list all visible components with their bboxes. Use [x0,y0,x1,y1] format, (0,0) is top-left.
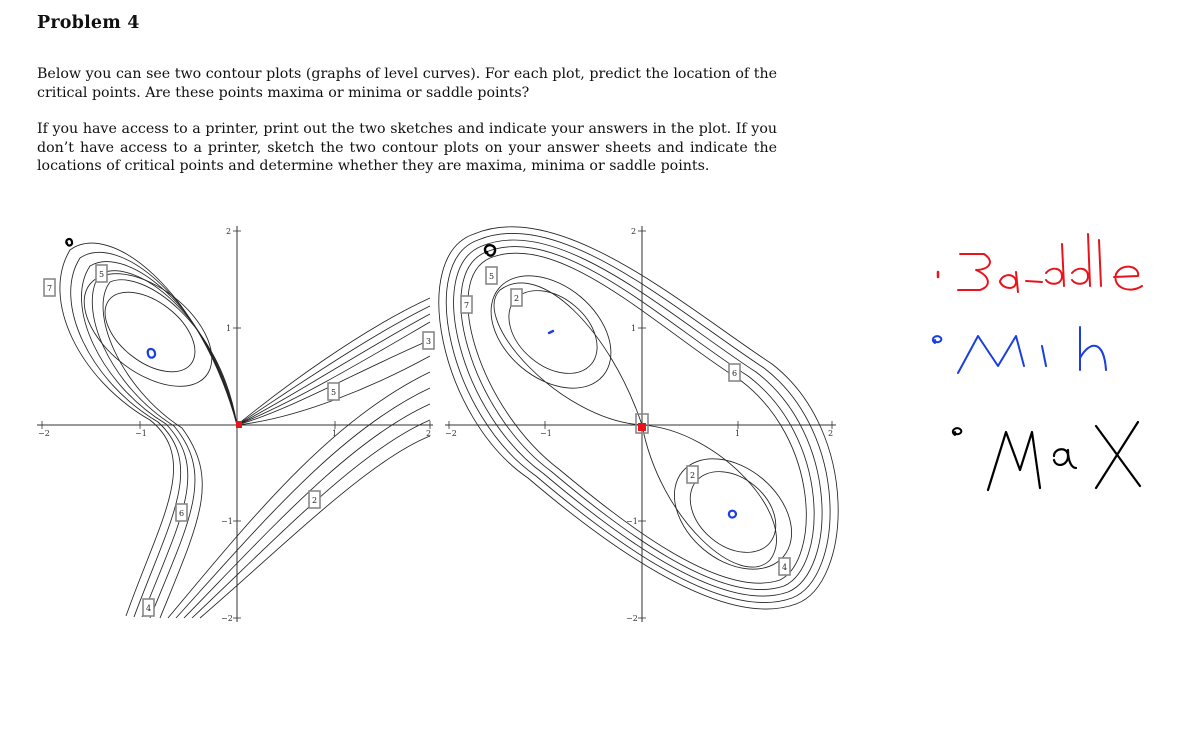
right-contour-plot: −2 −1 1 2 2 1 −1 −2 7 5 2 6 [438,226,839,623]
left-ytick-neg1: −1 [221,517,233,526]
legend-max-word [986,420,1142,492]
left-ytick-neg2: −2 [221,614,233,623]
right-level-label-4: 4 [778,557,791,576]
right-level-label-2a: 2 [510,288,523,307]
right-level-labels: 7 5 2 6 2 4 [460,266,791,576]
left-min-mark [146,347,157,359]
left-ytick-1: 1 [226,324,231,333]
left-level-label-6: 6 [175,503,188,522]
right-level-label-5: 5 [485,266,498,285]
left-ticks [41,230,431,619]
problem-title: Problem 4 [37,13,140,33]
right-ytick-2: 2 [631,227,636,236]
svg-text:5: 5 [99,270,104,279]
left-level-label-5b: 5 [327,382,340,401]
left-ytick-2: 2 [226,227,231,236]
svg-text:5: 5 [489,272,494,281]
svg-text:4: 4 [782,563,787,572]
left-contour-plot: −2 −1 1 2 2 1 −1 −2 7 5 [37,226,435,623]
left-xtick-1: 1 [332,429,337,438]
right-ytick-neg2: −2 [626,614,638,623]
right-xtick-1: 1 [735,429,740,438]
right-xtick-2: 2 [828,429,833,438]
left-level-label-5a: 5 [95,264,108,283]
right-level-label-6: 6 [728,363,741,382]
svg-text:5: 5 [331,388,336,397]
left-level-label-2: 2 [308,490,321,509]
handwritten-legend [931,233,1143,492]
right-saddle-box [635,413,649,434]
left-xtick-neg2: −2 [38,429,50,438]
legend-min-word [957,326,1107,374]
right-xtick-neg1: −1 [540,429,552,438]
left-level-label-4: 4 [142,598,155,617]
legend-min-bullet [931,335,943,344]
svg-text:6: 6 [732,369,737,378]
right-ticks [448,230,833,619]
right-min-mark-upper [547,329,555,335]
left-level-labels: 7 5 3 5 2 6 4 [43,264,435,617]
right-level-label-7: 7 [460,295,473,314]
left-level-label-3: 3 [422,331,435,350]
right-xtick-neg2: −2 [445,429,457,438]
right-saddle-mark [638,423,646,431]
left-max-mark [65,237,74,247]
instruction-paragraph-1: Below you can see two contour plots (gra… [37,66,777,101]
right-level-label-2b: 2 [686,465,699,484]
legend-max-bullet [951,427,963,436]
right-contour-lines [438,226,839,610]
svg-text:6: 6 [179,509,184,518]
svg-text:7: 7 [47,284,52,293]
instruction-paragraph-2: If you have access to a printer, print o… [37,121,777,175]
legend-saddle-word [957,233,1143,293]
left-level-label-7: 7 [43,278,56,297]
right-ytick-neg1: −1 [626,517,638,526]
svg-text:7: 7 [464,301,469,310]
left-xtick-2: 2 [426,429,431,438]
left-contour-lines [59,242,431,619]
left-xtick-neg1: −1 [135,429,147,438]
svg-text:2: 2 [514,294,519,303]
svg-text:3: 3 [426,337,431,346]
right-max-mark [483,244,497,257]
svg-text:4: 4 [146,604,151,613]
left-saddle-mark [236,421,242,428]
right-min-mark-lower [727,509,738,519]
svg-text:2: 2 [690,471,695,480]
svg-text:2: 2 [312,496,317,505]
right-ytick-1: 1 [631,324,636,333]
